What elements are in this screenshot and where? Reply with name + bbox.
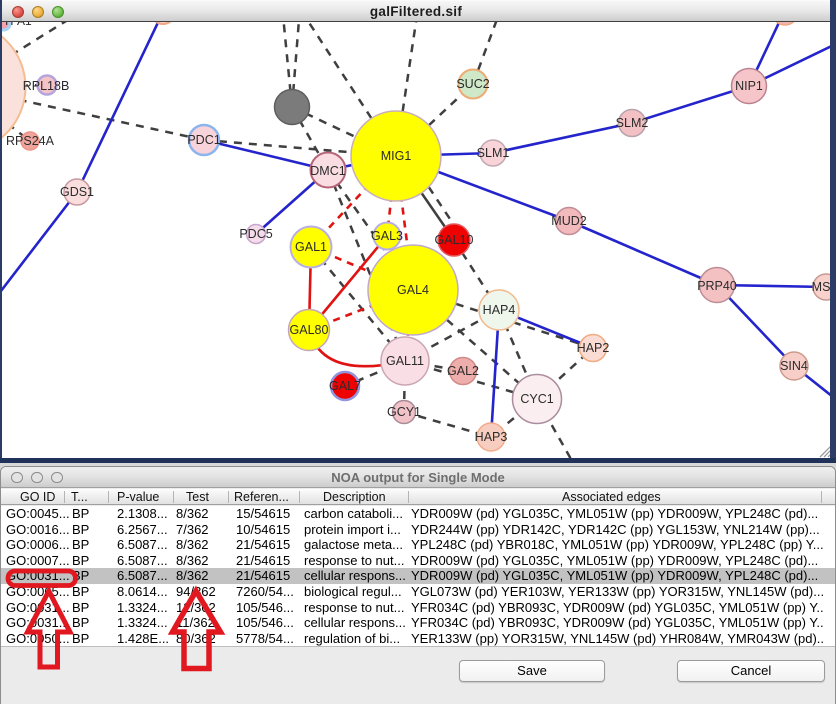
svg-text:SIN4: SIN4 bbox=[780, 359, 808, 373]
svg-text:SLM1: SLM1 bbox=[477, 146, 510, 160]
svg-text:DMC1: DMC1 bbox=[310, 164, 345, 178]
svg-text:GDS1: GDS1 bbox=[60, 185, 94, 199]
svg-text:PDC5: PDC5 bbox=[239, 227, 272, 241]
svg-text:SLM2: SLM2 bbox=[616, 116, 649, 130]
svg-text:MSL1: MSL1 bbox=[812, 280, 830, 294]
svg-text:SUC2: SUC2 bbox=[456, 77, 489, 91]
svg-text:TFA1: TFA1 bbox=[3, 22, 32, 28]
svg-text:GAL11: GAL11 bbox=[386, 354, 424, 368]
svg-text:GAL10: GAL10 bbox=[435, 233, 474, 247]
svg-text:GAL1: GAL1 bbox=[295, 240, 327, 254]
svg-text:RPL18B: RPL18B bbox=[23, 79, 70, 93]
svg-text:PDC1: PDC1 bbox=[187, 133, 220, 147]
svg-text:PRP40: PRP40 bbox=[697, 279, 737, 293]
svg-text:GCY1: GCY1 bbox=[387, 405, 421, 419]
svg-text:GAL4: GAL4 bbox=[397, 283, 429, 297]
svg-text:NIP1: NIP1 bbox=[735, 79, 763, 93]
svg-text:CYC1: CYC1 bbox=[520, 392, 553, 406]
svg-text:MUD2: MUD2 bbox=[551, 214, 586, 228]
svg-text:HAP2: HAP2 bbox=[577, 341, 610, 355]
svg-text:HAP4: HAP4 bbox=[483, 303, 516, 317]
svg-text:HAP3: HAP3 bbox=[475, 430, 508, 444]
svg-text:GAL7: GAL7 bbox=[329, 379, 361, 393]
svg-text:GAL2: GAL2 bbox=[447, 364, 479, 378]
svg-text:GAL3: GAL3 bbox=[371, 229, 403, 243]
svg-text:MIG1: MIG1 bbox=[381, 149, 412, 163]
svg-text:RPS24A: RPS24A bbox=[6, 134, 55, 148]
svg-text:GAL80: GAL80 bbox=[290, 323, 329, 337]
